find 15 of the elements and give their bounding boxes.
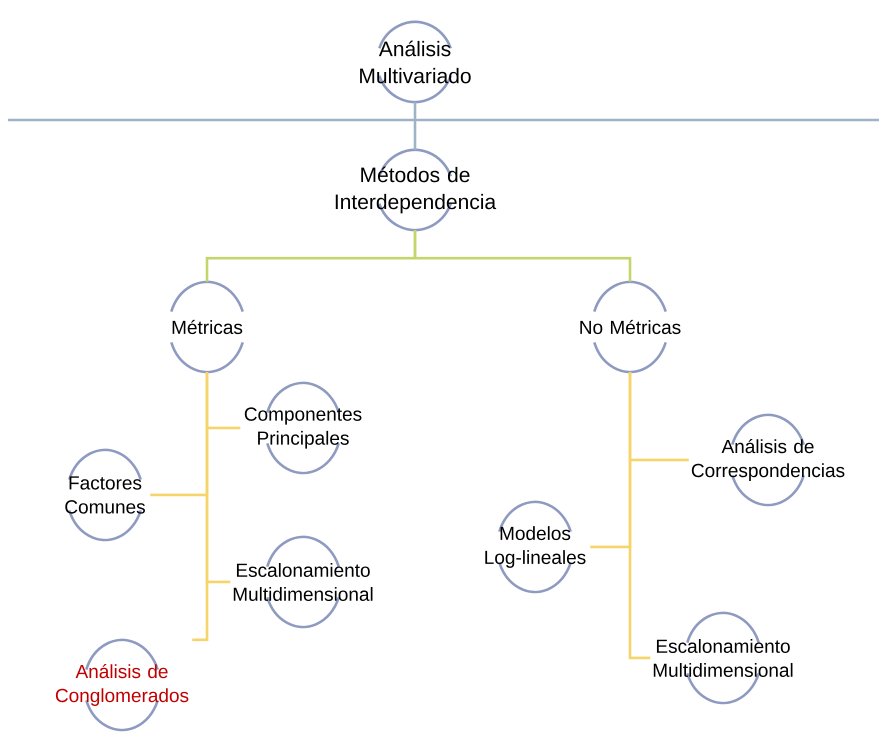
concept-node: Factores Comunes	[65, 448, 145, 542]
concept-node: Escalonamiento Multidimensional	[654, 612, 792, 704]
connector-line	[414, 102, 416, 150]
concept-node: Análisis de Correspondencias	[692, 414, 844, 506]
connector-line	[628, 372, 650, 660]
concept-node: Métricas	[170, 280, 244, 374]
concept-node: Modelos Log-lineales	[485, 500, 586, 594]
concept-node: Análisis Multivariado	[360, 20, 471, 104]
connector-line	[414, 230, 632, 282]
connector-line	[192, 372, 208, 642]
concept-node: Análisis de Conglomerados	[56, 638, 188, 732]
concept-node: Métodos de Interdependencia	[336, 148, 496, 232]
concept-node: No Métricas	[580, 280, 680, 374]
concept-node: Escalonamiento Multidimensional	[234, 536, 372, 628]
concept-node: Componentes Principales	[244, 382, 362, 474]
